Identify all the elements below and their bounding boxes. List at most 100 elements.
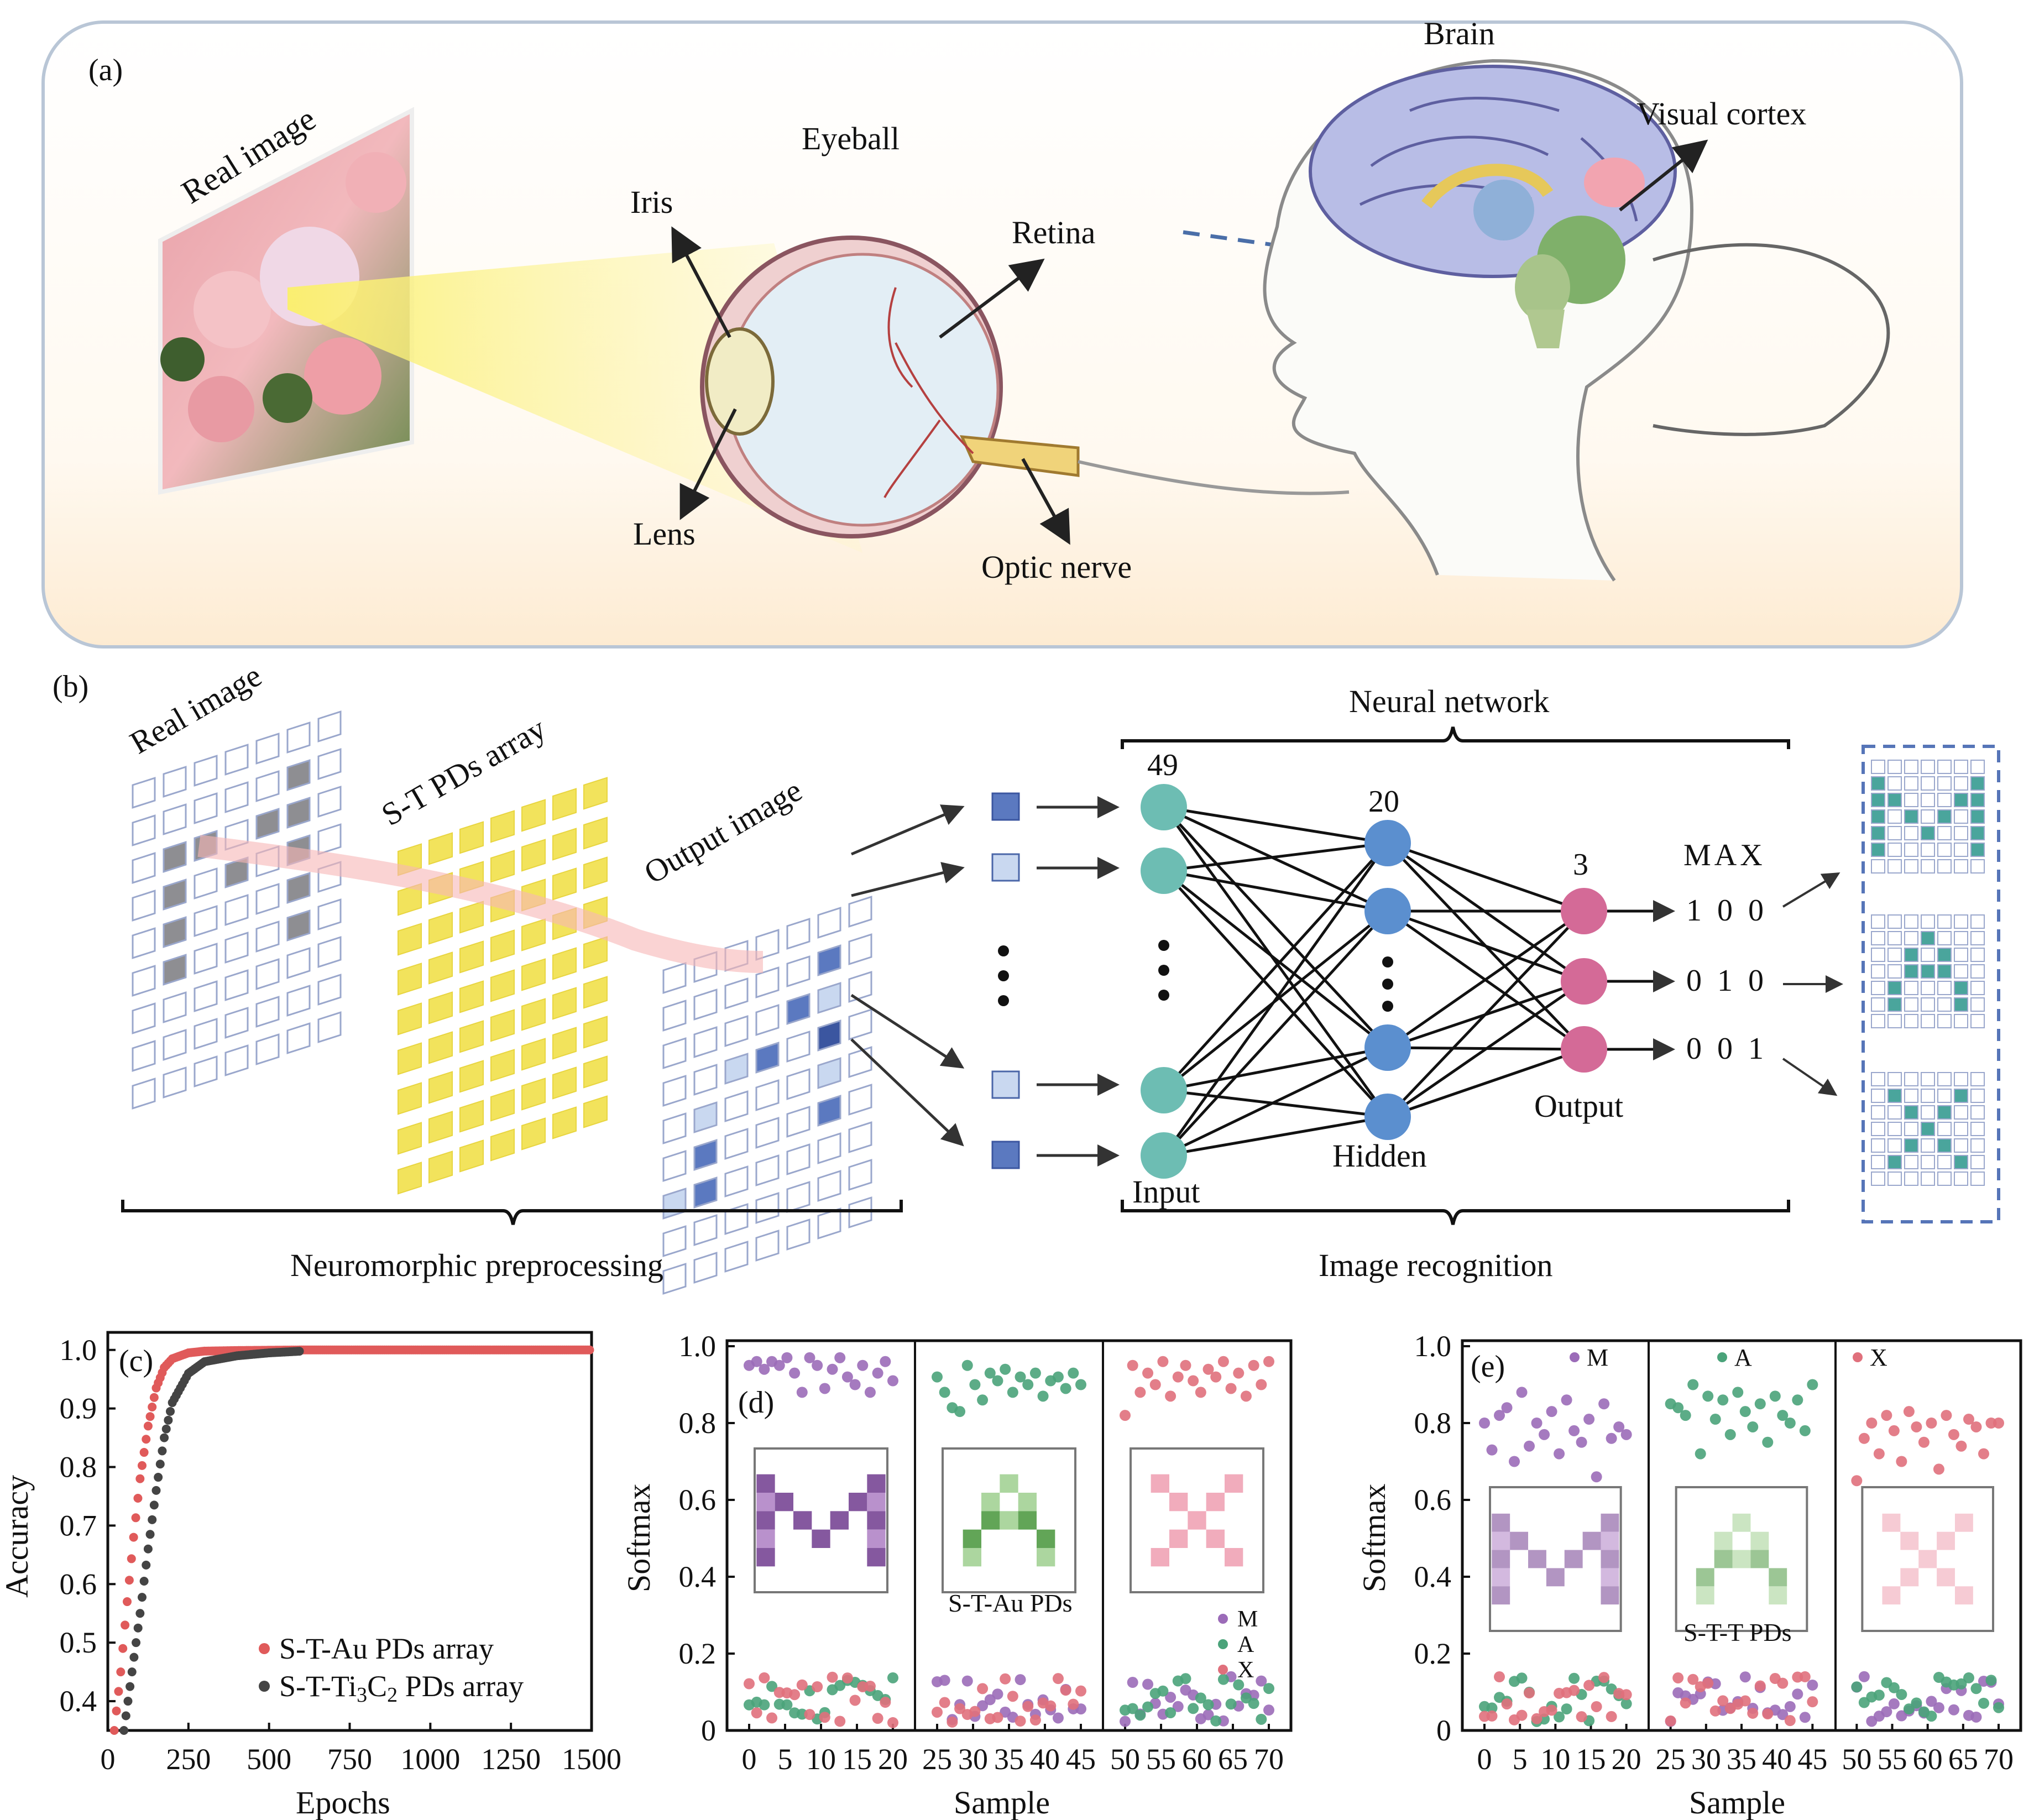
pattern-cell [1904,1172,1918,1186]
inset-cell [1206,1529,1225,1548]
pattern-cell [1871,1089,1885,1103]
softmax-point [1680,1410,1691,1421]
pattern-cell [1871,826,1885,840]
grid-cell [194,1018,218,1050]
pattern-cell [1937,914,1952,929]
grid-cell [286,909,311,942]
accuracy-point [160,1433,169,1442]
accuracy-chart-points [109,1345,594,1735]
softmax-point [1539,1429,1550,1440]
inset-cell [867,1529,886,1548]
inset-cell [1225,1474,1243,1493]
y-tick-label: 0.8 [679,1406,717,1440]
inset-label-t: S-T-T PDs [1683,1618,1792,1646]
pattern-cell [1937,997,1952,1012]
pattern-cell [1904,981,1918,995]
pattern-cell [1970,1089,1985,1103]
grid-cell [224,969,249,1001]
pattern-cell [1970,826,1985,840]
softmax-point [1858,1671,1870,1682]
grid-cell [786,1181,811,1213]
softmax-point [1709,1705,1721,1717]
inset-cell [756,1493,775,1512]
pattern-cell [1970,1155,1985,1169]
softmax-point [1970,1683,1982,1695]
accuracy-point [143,1421,153,1431]
softmax-point [1970,1421,1982,1432]
softmax-point [872,1367,883,1379]
result-pattern-m [1871,760,1985,874]
grid-cell [817,982,841,1014]
softmax-point [1127,1703,1138,1714]
grid-cell [817,1057,841,1089]
grid-cell [817,1095,841,1127]
softmax-point [1896,1688,1907,1700]
inset-cell [1018,1511,1037,1530]
softmax-point [1933,1702,1944,1713]
inset-cell [1714,1550,1733,1568]
network-connections [1162,806,1585,1157]
softmax-point [1202,1363,1214,1375]
grid-cell [848,1008,872,1040]
pattern-cell [1970,776,1985,791]
softmax-point [819,1712,830,1723]
pattern-cell [1887,1072,1902,1086]
input-hidden-link [1162,842,1389,1157]
grid-cell [724,1090,749,1122]
grid-cell [583,817,608,850]
softmax-point [1075,1685,1086,1697]
inset-cell [1750,1531,1769,1550]
softmax-point [1985,1675,1997,1686]
grid-cell [194,980,218,1012]
pattern-cell [1954,776,1968,791]
x-tick-label: 25 [922,1743,952,1776]
grid-cell [786,1218,811,1251]
grid-cell [848,971,872,1003]
accuracy-point [164,1415,173,1425]
grid-cell [693,1214,718,1246]
softmax-point [1134,1709,1146,1721]
softmax-point [1784,1418,1796,1429]
pattern-cell [1871,1172,1885,1186]
softmax-point [1060,1383,1071,1394]
softmax-point [1037,1390,1049,1402]
inset-cell [1696,1568,1714,1587]
pattern-cell [1970,1014,1985,1028]
softmax-point [984,1694,996,1706]
pattern-cell [1970,859,1985,874]
softmax-point [961,1359,973,1371]
pattern-cell [1937,1138,1952,1153]
grid-cell [459,821,484,854]
inset-cell [830,1511,849,1530]
grid-cell [459,901,484,934]
accuracy-point [118,1644,128,1653]
grid-cell [132,1002,156,1034]
softmax-point [887,1375,898,1387]
softmax-point [1807,1679,1818,1691]
accuracy-xlabel: Epochs [296,1785,390,1820]
softmax-point [1807,1696,1818,1708]
accuracy-point [133,1623,143,1633]
softmax-point [939,1387,950,1398]
inset-frame [1489,1486,1622,1632]
legend-e-x-marker [1853,1352,1863,1362]
grid-cell [583,856,608,890]
softmax-point [1591,1701,1602,1712]
y-tick-label: 1.0 [60,1333,97,1367]
code-2: 0 1 0 [1686,964,1764,998]
inset-cell [1900,1568,1919,1587]
inset-cell [1492,1586,1510,1605]
grid-cell [755,1154,780,1186]
pattern-cell [1937,964,1952,979]
pattern-cell [1887,1089,1902,1103]
inset-cell [1696,1586,1714,1605]
pattern-cell [1887,859,1902,874]
grid-cell [398,1002,422,1035]
softmax-point [1142,1678,1154,1690]
accuracy-point [145,1530,155,1539]
softmax-point [1739,1406,1751,1418]
softmax-point [1873,1448,1885,1460]
legend-e-a-label: A [1734,1344,1752,1371]
softmax-point [1015,1371,1026,1383]
